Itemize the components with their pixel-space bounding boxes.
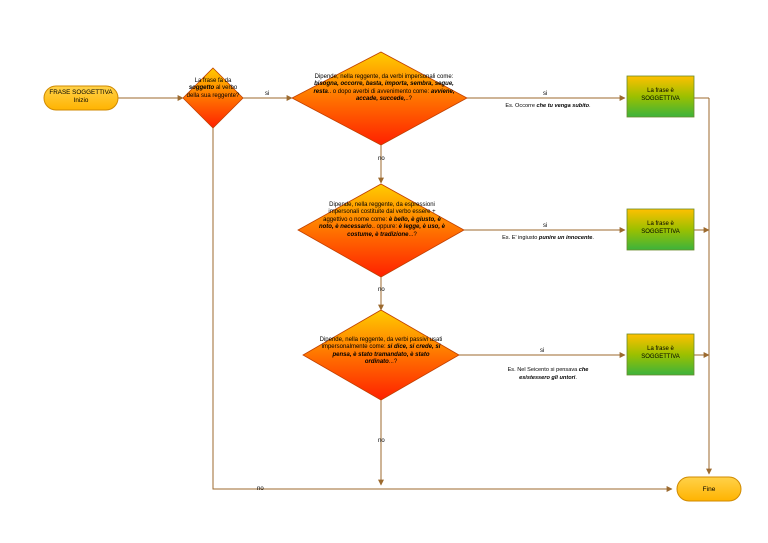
d3-text: Dipende, nella reggente, da verbi passiv… xyxy=(316,337,446,367)
d2-mid: .. oppure: xyxy=(371,224,399,231)
r2-line1: La frase è xyxy=(647,221,674,227)
result-box-3 xyxy=(626,333,695,376)
d1-mid: .. o dopo averbi di avvenimento come: xyxy=(327,88,431,95)
label-no-d2: no xyxy=(378,287,385,293)
r1-line2: SOGGETTIVA xyxy=(641,96,680,102)
start-line1: FRASE SOGGETTIVA xyxy=(49,89,113,96)
ex1-pre: Es. Occorre xyxy=(505,103,537,109)
result-box-1 xyxy=(626,75,695,118)
d3-pre: Dipende, nella reggente, da verbi passiv… xyxy=(319,337,443,351)
decision-d0 xyxy=(182,67,244,129)
d1-post: ..? xyxy=(405,96,413,103)
ex1-keyword: che tu venga subito xyxy=(536,103,590,109)
r2-text: La frase è SOGGETTIVA xyxy=(627,220,694,236)
d1-text: Dipende, nella reggente, da verbi impers… xyxy=(312,74,456,104)
d2-keyword-2: è legge, è uso, è costume, è tradizione xyxy=(347,224,446,238)
d3-keyword-1: si dice, si crede, si pensa, è stato tra… xyxy=(332,344,441,366)
label-no-d1: no xyxy=(378,156,385,162)
decision-d1 xyxy=(291,51,468,146)
end-terminal xyxy=(676,476,742,502)
r2-line2: SOGGETTIVA xyxy=(641,229,680,235)
label-si-d3: si xyxy=(540,348,545,354)
d0-text: La frase fa da soggetto al verbo della s… xyxy=(186,78,240,100)
label-si-d2: si xyxy=(543,223,548,229)
label-si-d1: si xyxy=(543,91,548,97)
ex3-pre: Es. Nel Seicento si pensava xyxy=(507,367,579,373)
ex2-pre: Es. E' ingiusto xyxy=(502,235,539,241)
start-label: FRASE SOGGETTIVA Inizio xyxy=(44,89,118,105)
d2-keyword-1: è bello, è giusto, è noto, è necessario xyxy=(318,216,441,231)
decision-d2 xyxy=(297,183,465,278)
r1-line1: La frase è xyxy=(647,88,674,94)
d3-post: ...? xyxy=(388,359,398,366)
ex1-post: . xyxy=(589,103,591,109)
d2-pre: Dipende, nella reggente, da espressioni … xyxy=(323,202,436,223)
d0-post: al verbo della sua reggente? xyxy=(186,85,240,99)
d2-post: ...? xyxy=(408,231,417,238)
ex3-post: . xyxy=(575,375,577,381)
ex2-post: . xyxy=(592,235,594,241)
example-2: Es. E' ingiusto punire un innocente. xyxy=(498,234,598,242)
ex3-keyword: che esistessero gli untori xyxy=(519,367,589,381)
connector-d0-to-fine xyxy=(212,128,673,492)
d0-keyword: soggetto xyxy=(188,85,215,92)
r3-line2: SOGGETTIVA xyxy=(641,354,680,360)
d0-pre: La frase fa da xyxy=(194,78,232,84)
decision-d3 xyxy=(302,309,460,401)
r3-line1: La frase è xyxy=(647,346,674,352)
label-no-d3: no xyxy=(378,438,385,444)
end-label: Fine xyxy=(702,486,716,493)
label-si-d0: si xyxy=(265,91,270,97)
example-1: Es. Occorre che tu venga subito. xyxy=(498,102,598,110)
d2-text: Dipende, nella reggente, da espressioni … xyxy=(316,202,448,239)
start-terminal xyxy=(43,85,119,111)
d1-pre: Dipende, nella reggente, da verbi impers… xyxy=(314,74,454,80)
ex2-keyword: punire un innocente xyxy=(538,235,593,241)
example-3: Es. Nel Seicento si pensava che esistess… xyxy=(492,366,604,382)
d1-keyword-1: bisogna, occorre, basta, importa, sembra… xyxy=(313,81,454,95)
r1-text: La frase è SOGGETTIVA xyxy=(627,87,694,103)
start-line2: Inizio xyxy=(73,97,89,104)
result-box-2 xyxy=(626,208,695,251)
d1-keyword-2: avviene, accade, succede, xyxy=(355,88,455,103)
r3-text: La frase è SOGGETTIVA xyxy=(627,345,694,361)
connector-lines xyxy=(118,95,712,492)
label-no-d0: no xyxy=(257,486,264,492)
